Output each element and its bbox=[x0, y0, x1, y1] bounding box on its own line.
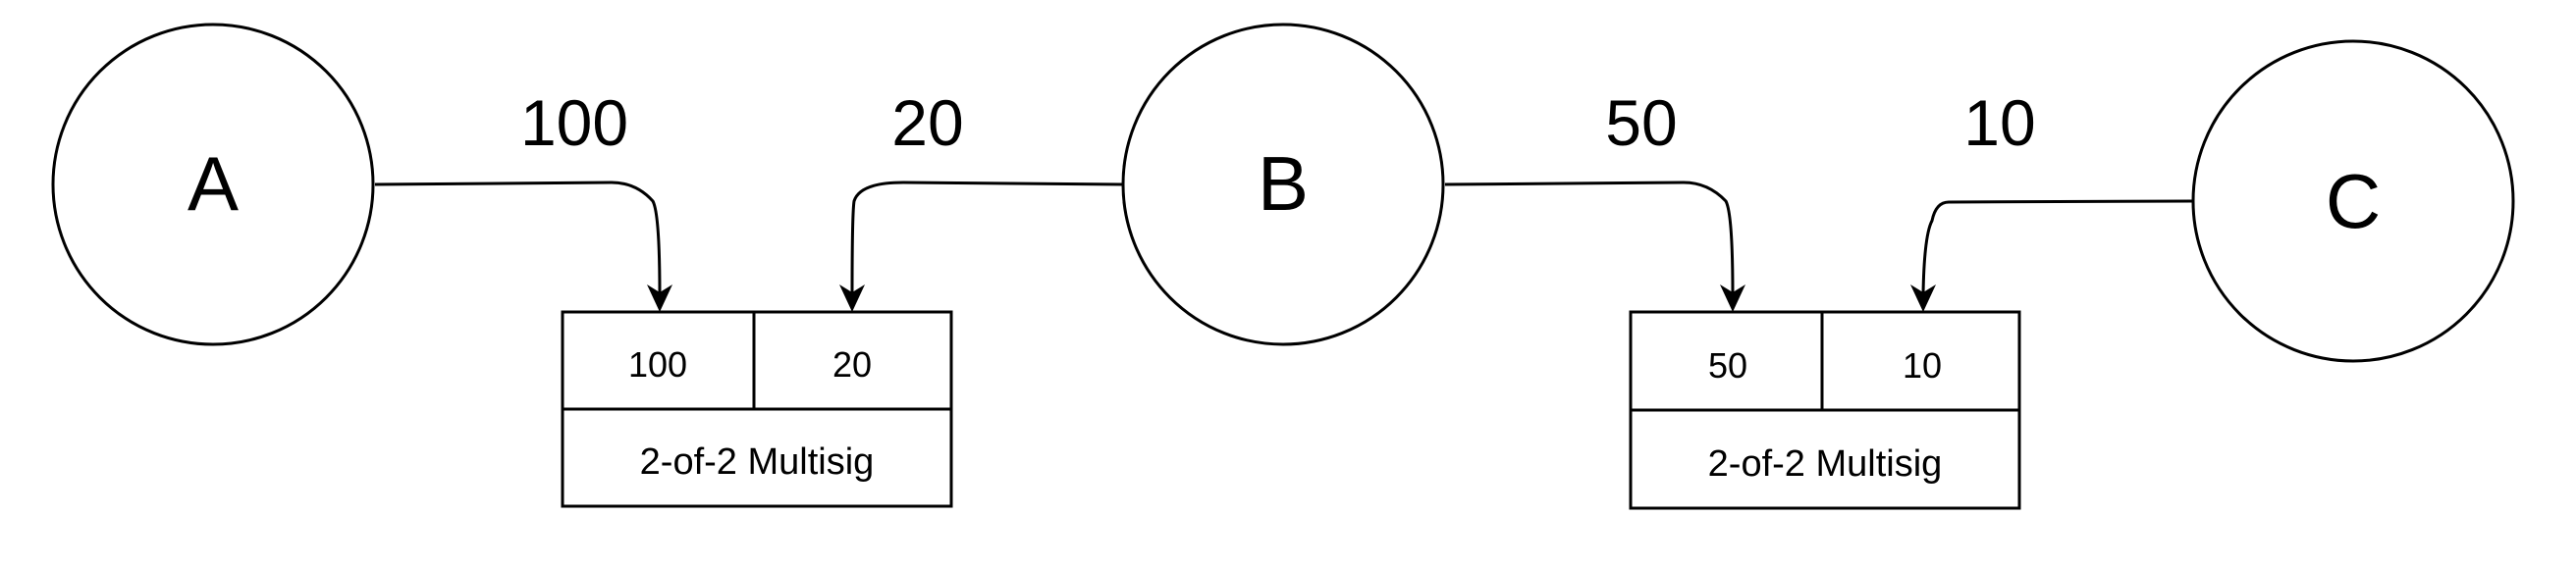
edge-label-a-box1: 100 bbox=[520, 86, 628, 159]
connectors bbox=[374, 181, 2193, 312]
edge-label-b-box2: 50 bbox=[1605, 86, 1677, 159]
box2-left-value: 50 bbox=[1708, 345, 1747, 386]
box2-title: 2-of-2 Multisig bbox=[1708, 443, 1943, 485]
node-b-label: B bbox=[1258, 140, 1309, 227]
edge-label-b-box1: 20 bbox=[891, 86, 963, 159]
box2-right-value: 10 bbox=[1903, 345, 1942, 386]
arrowhead-c-to-box2 bbox=[1910, 284, 1936, 312]
arrowhead-b-to-box2 bbox=[1720, 284, 1745, 312]
node-c: C bbox=[2191, 39, 2515, 363]
arrowhead-b-to-box1 bbox=[839, 284, 865, 312]
edge-b-to-box1 bbox=[850, 181, 1125, 306]
edge-b-to-box2 bbox=[1444, 181, 1735, 306]
edge-a-to-box1 bbox=[374, 181, 662, 306]
multisig-box-1: 100 20 2-of-2 Multisig bbox=[561, 310, 953, 508]
node-a-label: A bbox=[188, 140, 239, 227]
node-c-label: C bbox=[2326, 158, 2381, 244]
box1-title: 2-of-2 Multisig bbox=[640, 441, 875, 483]
multisig-box-2: 50 10 2-of-2 Multisig bbox=[1629, 310, 2021, 510]
box1-right-value: 20 bbox=[832, 344, 872, 385]
edge-label-c-box2: 10 bbox=[1963, 86, 2035, 159]
box1-left-value: 100 bbox=[628, 344, 687, 385]
node-a: A bbox=[51, 23, 375, 346]
arrowhead-a-to-box1 bbox=[647, 284, 672, 312]
node-b: B bbox=[1121, 23, 1445, 346]
edge-c-to-box2 bbox=[1921, 199, 2193, 306]
